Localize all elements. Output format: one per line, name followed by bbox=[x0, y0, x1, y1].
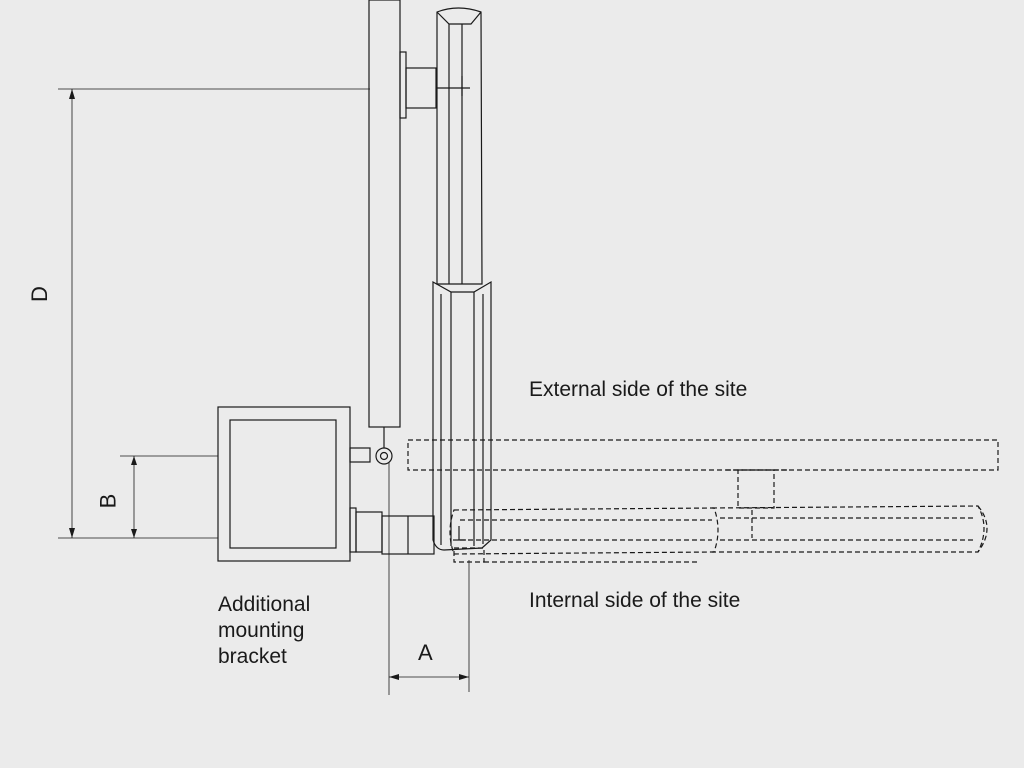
vertical-post bbox=[368, 0, 470, 465]
bracket-label-line-2: mounting bbox=[218, 619, 305, 642]
bracket-label-line-1: Additional bbox=[218, 593, 311, 616]
horizontal-boom-lowered bbox=[407, 439, 999, 563]
upright-boom-arm bbox=[432, 7, 492, 551]
dimension-b-label: B bbox=[95, 493, 121, 509]
dimension-d-label: D bbox=[26, 286, 52, 302]
external-side-label: External side of the site bbox=[529, 378, 748, 401]
dimension-a-label: A bbox=[418, 640, 433, 665]
dimension-a bbox=[388, 462, 470, 695]
dimension-d bbox=[58, 88, 370, 539]
internal-side-label: Internal side of the site bbox=[529, 589, 741, 612]
dimension-b bbox=[120, 455, 218, 538]
mounting-bracket bbox=[355, 511, 435, 555]
barrier-cabinet bbox=[217, 406, 371, 562]
additional-mounting-bracket-label: Additional mounting bracket bbox=[218, 592, 358, 670]
bracket-label-line-3: bracket bbox=[218, 645, 287, 668]
